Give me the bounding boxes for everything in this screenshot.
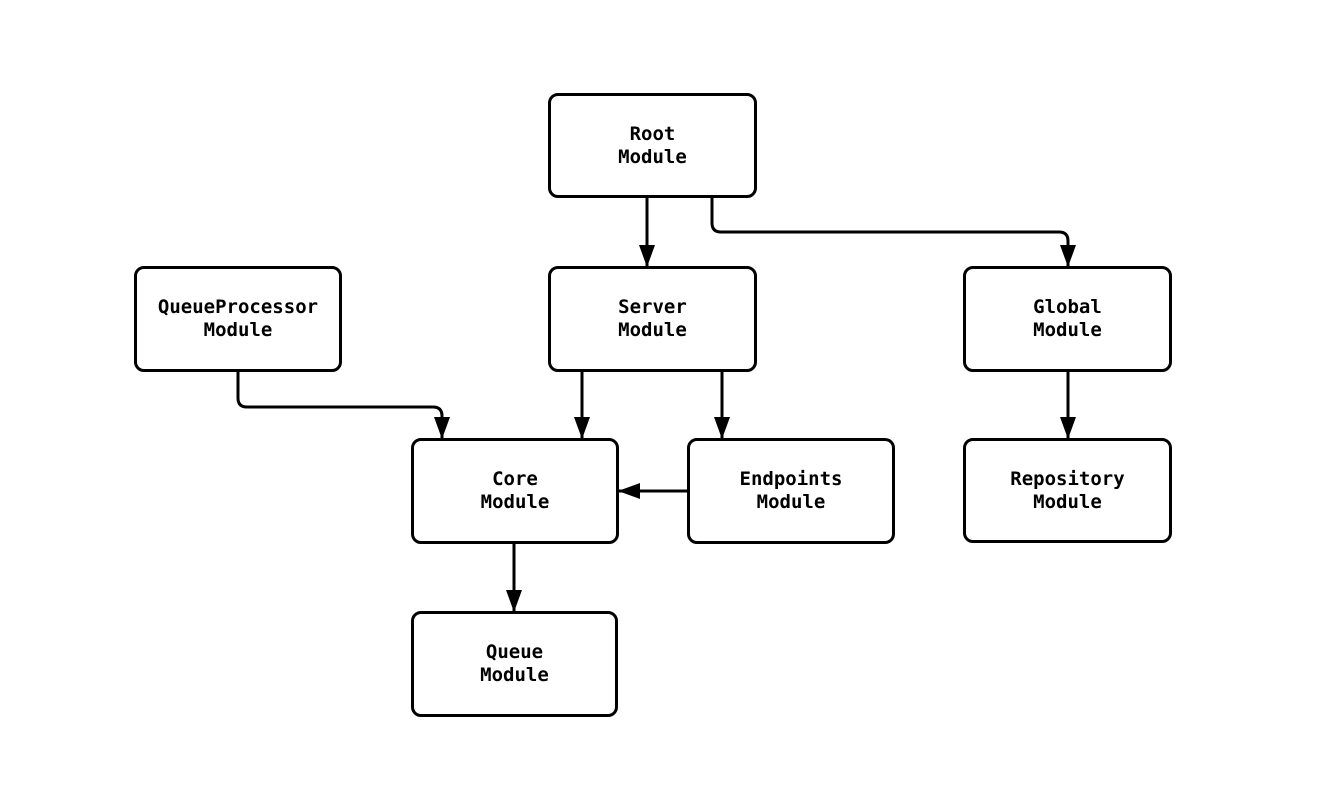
node-label: Module <box>618 145 687 168</box>
node-label: Endpoints <box>739 468 843 490</box>
node-label: Module <box>618 319 687 341</box>
node-label: Module <box>203 319 273 341</box>
node-label: QueueProcessor <box>157 296 319 318</box>
node-label: Core <box>492 468 538 490</box>
node-label: Queue <box>485 641 544 663</box>
node-label: Module <box>1033 319 1102 341</box>
node-label: Module <box>480 664 549 686</box>
edges-group <box>236 198 1076 612</box>
node-label: Repository <box>1010 467 1125 490</box>
node-label: Module <box>480 491 550 513</box>
node-label: Server <box>618 296 687 318</box>
node-label: Global <box>1033 296 1102 318</box>
edge-queueprocessor-to-core <box>236 372 450 439</box>
edge-root-to-global <box>710 198 1076 267</box>
node-label: Root <box>629 122 676 145</box>
node-label: Module <box>1033 490 1102 513</box>
node-label: Module <box>756 491 826 513</box>
